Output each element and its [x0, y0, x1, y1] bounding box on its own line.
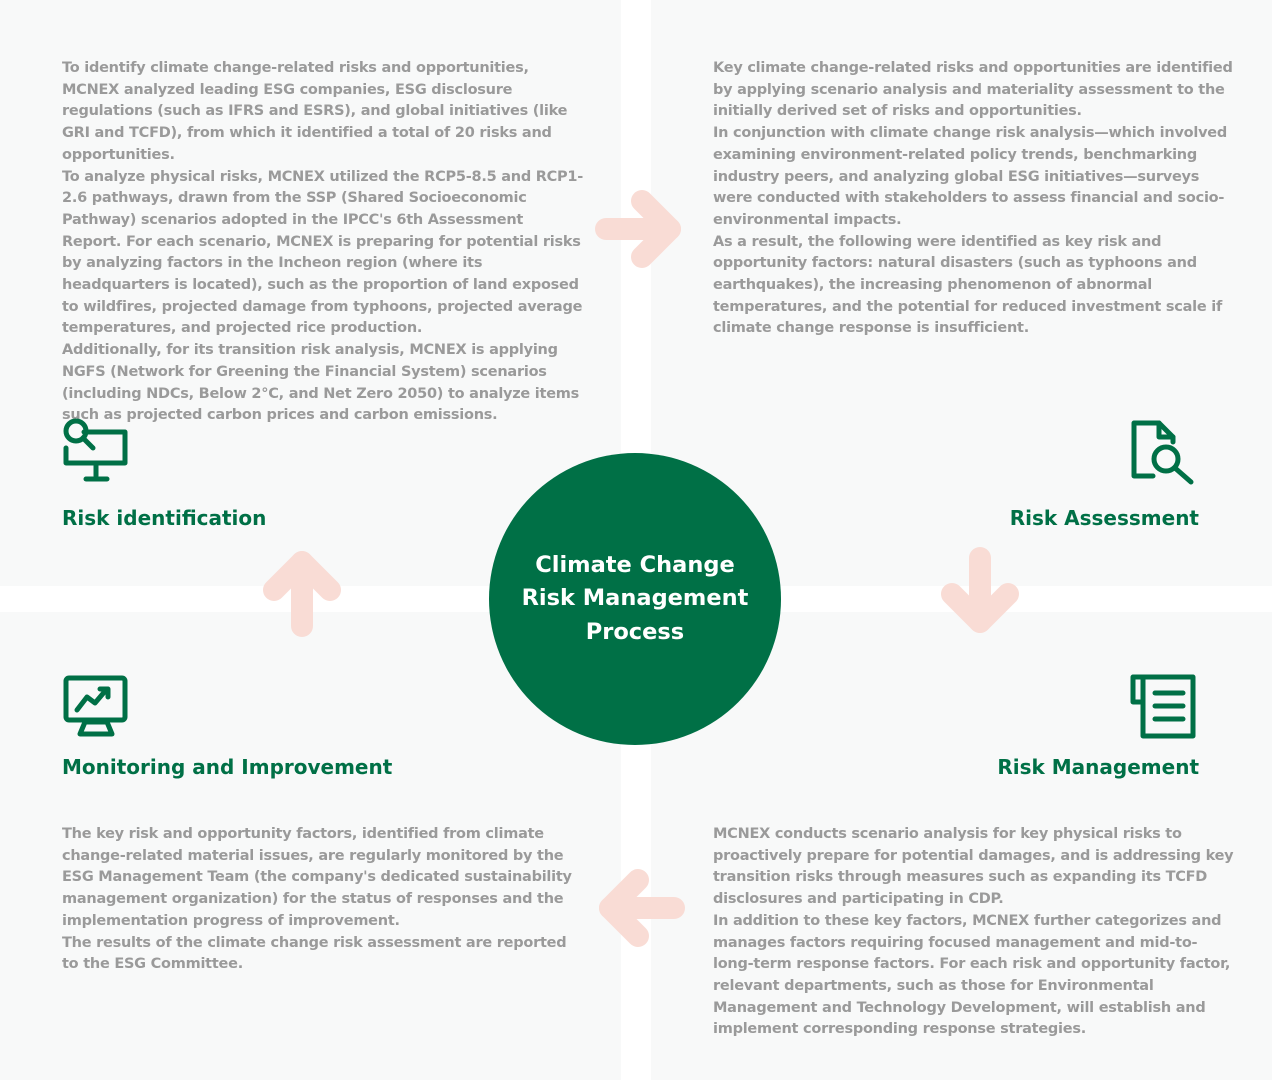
monitoring-improvement-heading: Monitoring and Improvement [62, 755, 393, 779]
scroll-list-icon [1130, 674, 1196, 739]
arrow-down-icon [941, 547, 1019, 633]
paragraph: In addition to these key factors, MCNEX … [713, 912, 1231, 1038]
arrow-up-icon [263, 551, 341, 637]
arrow-right-icon [595, 190, 681, 268]
paragraph: MCNEX conducts scenario analysis for key… [713, 826, 1234, 908]
monitor-chart-icon [63, 675, 128, 737]
risk-management-heading: Risk Management [997, 755, 1199, 779]
center-title-line: Risk Management [521, 585, 749, 612]
document-search-icon [1131, 420, 1194, 485]
center-title: Climate Change Risk Management Process [522, 549, 749, 650]
risk-assessment-heading: Risk Assessment [1009, 506, 1199, 530]
risk-identification-heading: Risk identification [62, 506, 267, 530]
risk-assessment-description: Key climate change-related risks and opp… [713, 58, 1235, 340]
risk-management-description: MCNEX conducts scenario analysis for key… [713, 824, 1235, 1041]
panel-risk-assessment [651, 0, 1272, 586]
risk-identification-description: To identify climate change-related risks… [62, 58, 584, 427]
paragraph: In conjunction with climate change risk … [713, 125, 1228, 228]
panel-risk-management [651, 612, 1272, 1080]
paragraph: The results of the climate change risk a… [62, 934, 567, 973]
panel-risk-identification [0, 0, 621, 586]
paragraph: Additionally, for its transition risk an… [62, 342, 580, 424]
paragraph: The key risk and opportunity factors, id… [62, 826, 572, 929]
arrow-left-icon [599, 869, 685, 947]
monitoring-description: The key risk and opportunity factors, id… [62, 824, 584, 976]
center-title-line: Climate Change [535, 551, 735, 578]
paragraph: Key climate change-related risks and opp… [713, 60, 1233, 120]
paragraph: To identify climate change-related risks… [62, 60, 568, 163]
monitor-search-icon [63, 418, 128, 482]
center-title-line: Process [585, 618, 685, 645]
paragraph: To analyze physical risks, MCNEX utilize… [62, 168, 584, 337]
center-circle: Climate Change Risk Management Process [489, 453, 781, 745]
paragraph: As a result, the following were identifi… [713, 233, 1223, 337]
